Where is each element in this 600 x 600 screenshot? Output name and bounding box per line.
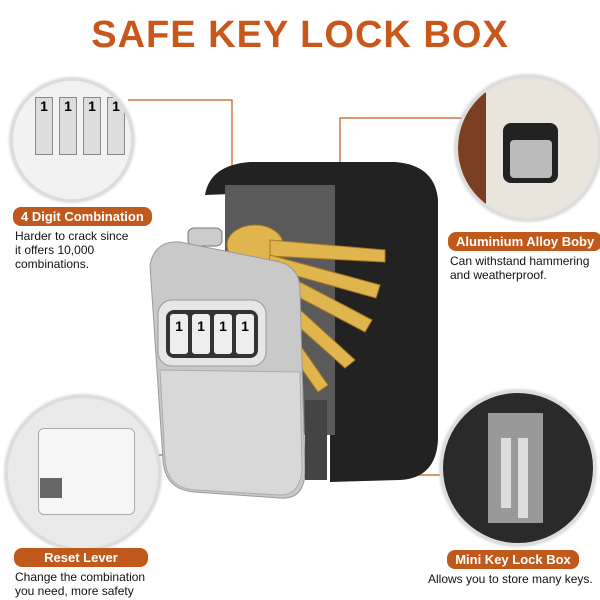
dial-digit[interactable]: 1 — [214, 314, 232, 354]
feature-desc-alloy: Can withstand hammering and weatherproof… — [450, 254, 589, 282]
desc-line: combinations. — [15, 257, 90, 271]
feature-badge-alloy: Aluminium Alloy Boby — [448, 232, 600, 251]
feature-badge-reset-lever: Reset Lever — [14, 548, 148, 567]
desc-line: and weatherproof. — [450, 268, 547, 282]
dial-digit: 1 — [35, 97, 53, 155]
dial-digit: 1 — [59, 97, 77, 155]
feature-badge-combination: 4 Digit Combination — [13, 207, 152, 226]
dial-digit[interactable]: 1 — [192, 314, 210, 354]
feature-badge-mini-box: Mini Key Lock Box — [447, 550, 579, 569]
combination-dials: 1 1 1 1 — [170, 314, 254, 354]
page-title: SAFE KEY LOCK BOX — [91, 14, 509, 56]
dial-digit[interactable]: 1 — [170, 314, 188, 354]
desc-line: Harder to crack since — [15, 229, 129, 243]
dial-digit: 1 — [107, 97, 125, 155]
desc-line: Allows you to store many keys. — [428, 572, 593, 586]
reset-lever-image — [5, 395, 161, 551]
desc-line: it offers 10,000 — [15, 243, 95, 257]
dial-digit: 1 — [83, 97, 101, 155]
key-storage-image — [440, 390, 596, 546]
dial-digit[interactable]: 1 — [236, 314, 254, 354]
lockbox-body — [205, 162, 438, 482]
desc-line: Can withstand hammering — [450, 254, 590, 268]
wall-mount-image — [455, 75, 600, 221]
feature-desc-mini-box: Allows you to store many keys. — [428, 572, 593, 586]
desc-line: Change the combination — [15, 570, 146, 584]
feature-desc-reset-lever: Change the combination you need, more sa… — [15, 570, 145, 598]
feature-desc-combination: Harder to crack since it offers 10,000 c… — [15, 229, 128, 271]
dial-closeup-image: 1 1 1 1 — [10, 78, 134, 202]
desc-line: you need, more safety — [15, 584, 134, 598]
